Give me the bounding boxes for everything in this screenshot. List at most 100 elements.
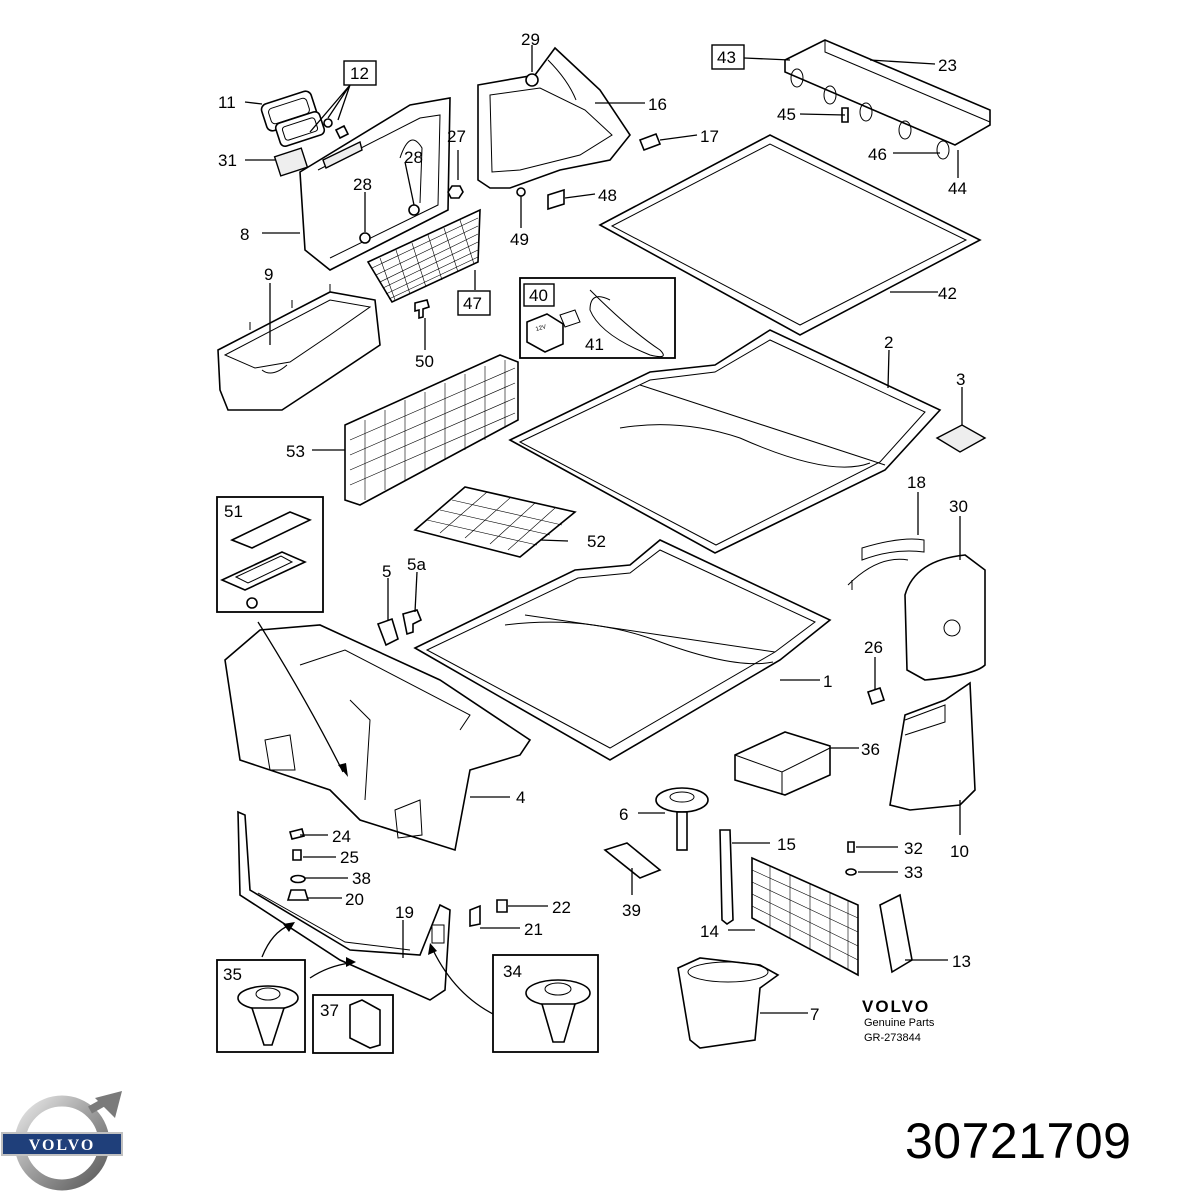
panel-10 <box>889 681 976 811</box>
grille-53 <box>344 354 519 506</box>
callout-21: 21 <box>524 920 543 939</box>
part-number: 30721709 <box>905 1113 1132 1169</box>
callout-12: 12 <box>350 64 369 83</box>
callout-box-47 <box>457 290 491 316</box>
cover-39 <box>603 842 662 879</box>
fastener-stack <box>286 828 310 901</box>
floor-panel-1 <box>413 539 832 761</box>
callout-13: 13 <box>952 952 971 971</box>
callout-34: 34 <box>503 962 522 981</box>
sill-panel-19 <box>237 810 451 1001</box>
screw-32 <box>847 841 855 853</box>
left-side-panel-group <box>260 90 481 320</box>
bracket-15 <box>719 829 734 925</box>
callout-20: 20 <box>345 890 364 909</box>
cargo-mat-42 <box>598 134 982 336</box>
callout-11: 11 <box>218 93 236 112</box>
callout-23: 23 <box>938 56 957 75</box>
callout-2: 2 <box>884 333 893 352</box>
bag-30 <box>904 554 986 681</box>
callout-33: 33 <box>904 863 923 882</box>
clip-22 <box>496 899 508 913</box>
side-trim-4 <box>224 621 532 852</box>
callout-30: 30 <box>949 497 968 516</box>
callout-24: 24 <box>332 827 351 846</box>
callout-51: 51 <box>224 502 243 521</box>
callout-4: 4 <box>516 788 525 807</box>
right-side-panel-16 <box>477 46 662 211</box>
callout-32: 32 <box>904 839 923 858</box>
callout-28b: 28 <box>353 175 372 194</box>
callout-41: 41 <box>585 335 604 354</box>
callout-1: 1 <box>823 672 832 691</box>
callout-25: 25 <box>340 848 359 867</box>
callout-47: 47 <box>463 294 482 313</box>
callout-53: 53 <box>286 442 305 461</box>
callout-45: 45 <box>777 105 796 124</box>
callout-50: 50 <box>415 352 434 371</box>
callout-29: 29 <box>521 30 540 49</box>
callout-22: 22 <box>552 898 571 917</box>
cargo-net-52 <box>413 486 577 558</box>
callout-38: 38 <box>352 869 371 888</box>
callout-42: 42 <box>938 284 957 303</box>
callout-46: 46 <box>868 145 887 164</box>
detail-box-51 <box>216 496 324 613</box>
callout-35: 35 <box>223 965 242 984</box>
brand-logo-text: VOLVO <box>862 997 930 1016</box>
callout-5: 5 <box>382 562 391 581</box>
callout-15: 15 <box>777 835 796 854</box>
brand-block: VOLVO Genuine Parts GR-273844 <box>862 997 935 1044</box>
clip-21 <box>469 904 481 927</box>
callout-10: 10 <box>950 842 969 861</box>
leader-lines <box>244 45 963 1014</box>
callout-16: 16 <box>648 95 667 114</box>
callout-39: 39 <box>622 901 641 920</box>
detail-box-35 <box>216 959 306 1053</box>
clip-5a <box>402 609 423 636</box>
power-outlet-box-40 <box>519 277 676 359</box>
callout-19: 19 <box>395 903 414 922</box>
cross-member-23 <box>784 39 991 160</box>
callout-box-12 <box>343 60 377 86</box>
callout-44: 44 <box>948 179 967 198</box>
callout-26: 26 <box>864 638 883 657</box>
callout-18: 18 <box>907 473 926 492</box>
callout-40: 40 <box>529 286 548 305</box>
callout-8: 8 <box>240 225 249 244</box>
strap-18 <box>847 538 925 590</box>
pocket-7 <box>677 957 780 1049</box>
callout-49: 49 <box>510 230 529 249</box>
block-36 <box>734 731 831 796</box>
outlet-volt-label: 12V <box>535 324 547 333</box>
callout-36: 36 <box>861 740 880 759</box>
volvo-logo: VOLVO <box>1 1091 123 1191</box>
callout-17: 17 <box>700 127 719 146</box>
volvo-logo-text: VOLVO <box>29 1137 96 1154</box>
callout-6: 6 <box>619 805 628 824</box>
washer-33 <box>845 868 857 876</box>
callout-28a: 28 <box>404 148 423 167</box>
brand-code: GR-273844 <box>864 1032 921 1044</box>
callout-48: 48 <box>598 186 617 205</box>
brand-line1: Genuine Parts <box>864 1017 935 1029</box>
callout-9: 9 <box>264 265 273 284</box>
bolt-6 <box>655 787 709 851</box>
detail-box-34 <box>492 954 599 1053</box>
detail-box-37 <box>312 994 394 1054</box>
floor-panel-2 <box>508 329 942 554</box>
callout-27: 27 <box>447 127 466 146</box>
callout-5a: 5a <box>407 555 426 574</box>
callout-14: 14 <box>700 922 719 941</box>
callout-43: 43 <box>717 48 736 67</box>
net-14 <box>751 856 859 977</box>
plug-3 <box>935 424 987 453</box>
clip-26 <box>866 686 886 706</box>
callout-3: 3 <box>956 370 965 389</box>
callout-52: 52 <box>587 532 606 551</box>
callout-37: 37 <box>320 1001 339 1020</box>
storage-bin-9 <box>217 284 381 411</box>
callout-7: 7 <box>810 1005 819 1024</box>
callout-31: 31 <box>218 151 237 170</box>
